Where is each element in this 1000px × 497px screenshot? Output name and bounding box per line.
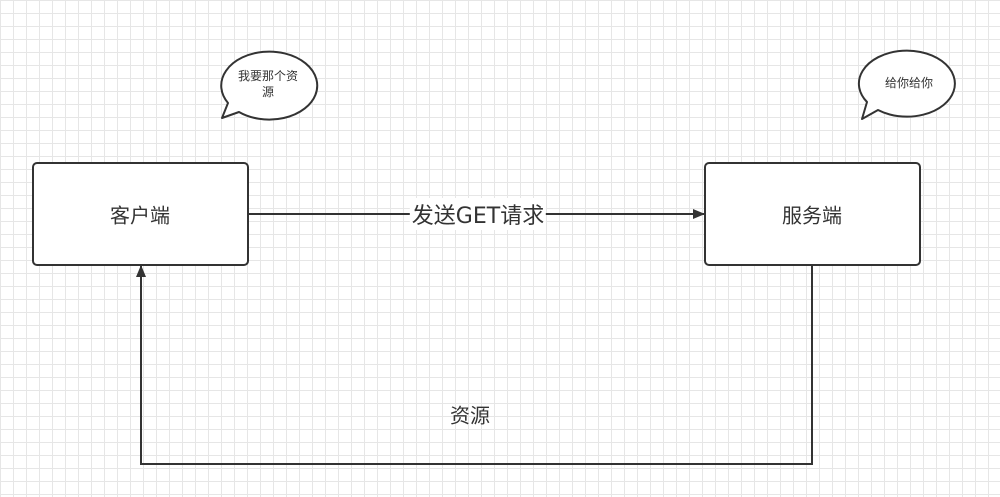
server-label: 服务端 bbox=[782, 203, 842, 228]
response-label: 资源 bbox=[450, 403, 490, 428]
server-speech-bubble[interactable] bbox=[857, 49, 956, 120]
client-speech-bubble[interactable] bbox=[220, 50, 319, 121]
client-label: 客户端 bbox=[110, 203, 170, 228]
client-bubble-text: 我要那个资源 bbox=[237, 69, 298, 99]
server-bubble-text: 给你给你 bbox=[884, 76, 933, 90]
request-label: 发送GET请求 bbox=[409, 198, 547, 230]
response-arrow[interactable] bbox=[136, 265, 813, 465]
